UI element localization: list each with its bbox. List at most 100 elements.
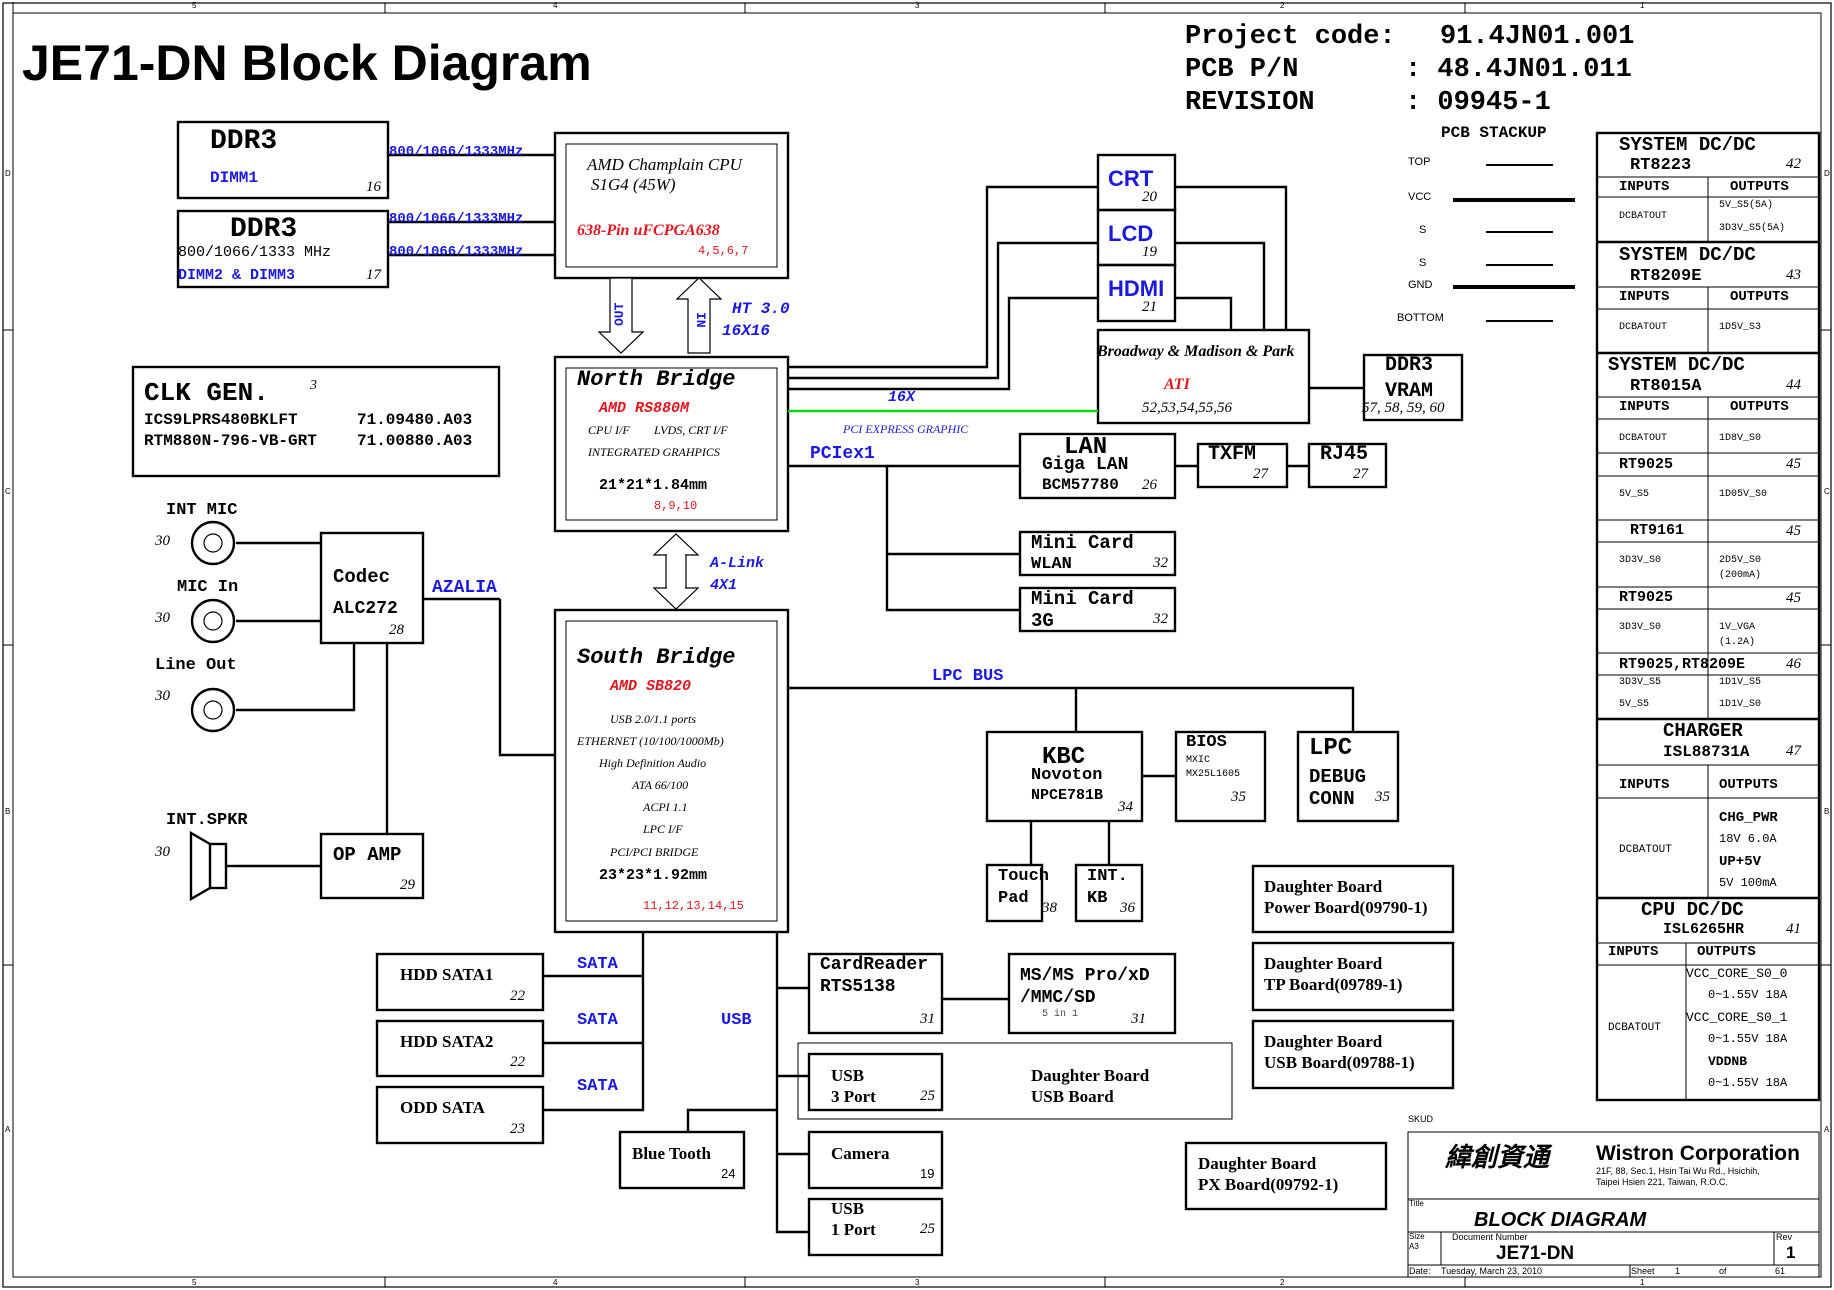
frame-col-2: 2 [1280, 1, 1285, 10]
hdmi-page: 21 [1142, 299, 1157, 315]
sheet-total: 61 [1775, 1266, 1786, 1276]
hdd-sata1-label: HDD SATA1 [400, 965, 494, 984]
revision-label: REVISION [1185, 88, 1315, 118]
document-number-value: JE71-DN [1496, 1243, 1575, 1264]
lan-sub: Giga LAN [1042, 455, 1129, 475]
odd-sata-label: ODD SATA [400, 1098, 485, 1117]
stackup-layer-gnd: GND [1408, 279, 1433, 291]
stackup-layer-bottom: BOTTOM [1397, 312, 1444, 324]
usb-db-line1: Daughter Board [1031, 1066, 1150, 1085]
rt9025b-page: 45 [1786, 590, 1801, 606]
ddr3-link-speed-b: 800/1066/1333MHz [389, 244, 524, 260]
pcie-16x-label: 16X [888, 389, 916, 406]
sys1-out1: 5V_S5(5A) [1719, 200, 1774, 211]
sata-label-3: SATA [577, 1077, 618, 1096]
page-title: JE71-DN Block Diagram [22, 35, 592, 91]
sys1-out2: 3D3V_S5(5A) [1719, 223, 1786, 234]
stackup-layer-s1: S [1419, 224, 1427, 236]
clock-part-1: ICS9LPRS480BKLFT [144, 411, 298, 429]
sys1-input: DCBATOUT [1619, 211, 1668, 222]
frame-row-a-right: A [1824, 1125, 1830, 1134]
usb-db-line2: USB Board [1031, 1087, 1114, 1106]
size-label: Size [1409, 1232, 1425, 1241]
charger-title: CHARGER [1663, 720, 1743, 742]
db-tp-line1: Daughter Board [1264, 954, 1383, 973]
sb-feature-ethernet: ETHERNET (10/100/1000Mb) [577, 734, 724, 748]
lpc-debug-line1: LPC [1309, 735, 1353, 762]
ddr3-dimm1-label: DIMM1 [210, 169, 259, 187]
charger-chip: ISL88731A [1663, 743, 1750, 761]
db-usb-line1: Daughter Board [1264, 1032, 1383, 1051]
ms-card-sub: 5 in 1 [1042, 1009, 1079, 1020]
gpu-family: Broadway & Madison & Park [1097, 343, 1295, 360]
sys3-outputs: OUTPUTS [1730, 399, 1789, 415]
stackup-layer-vcc: VCC [1408, 191, 1432, 203]
title-field-value: BLOCK DIAGRAM [1474, 1209, 1647, 1231]
nb-cpu-if: CPU I/F [588, 423, 630, 437]
usb1-line1: USB [831, 1199, 865, 1218]
frame-row-b: B [5, 807, 11, 816]
cpu-dcdc-input: DCBATOUT [1608, 1022, 1661, 1034]
lcd-page: 19 [1142, 244, 1157, 260]
db-power-line1: Daughter Board [1264, 877, 1383, 896]
sb-size: 23*23*1.92mm [599, 867, 708, 884]
frame-col-5-bottom: 5 [192, 1278, 197, 1287]
camera-label: Camera [831, 1144, 890, 1163]
clock-part-2: RTM880N-796-VB-GRT [144, 432, 317, 450]
sys1-outputs: OUTPUTS [1730, 179, 1789, 195]
cpu-dcdc-page: 41 [1786, 921, 1801, 937]
vram-pages: 57, 58, 59, 60 [1362, 400, 1445, 416]
wlan-page: 32 [1153, 555, 1168, 571]
north-bridge-title: North Bridge [577, 367, 736, 392]
sheet-of-label: of [1719, 1266, 1727, 1276]
rt9161-chip: RT9161 [1630, 522, 1685, 539]
lpc-debug-line2: DEBUG [1309, 766, 1367, 788]
frame-col-2-bottom: 2 [1280, 1278, 1285, 1287]
codec-chip: ALC272 [333, 599, 398, 619]
touchpad-line1: Touch [998, 867, 1050, 886]
pcie-graphic-label: PCI EXPRESS GRAPHIC [843, 422, 969, 436]
project-code-value: 91.4JN01.001 [1440, 22, 1635, 52]
date-label: Date: [1409, 1266, 1431, 1276]
cpu-name: AMD Champlain CPU [587, 155, 742, 174]
cpu-dcdc-out2: VCC_CORE_S0_1 [1686, 1010, 1788, 1025]
frame-row-a: A [5, 1125, 11, 1134]
int-spkr-page: 30 [155, 844, 170, 860]
sys2-inputs: INPUTS [1619, 289, 1670, 305]
wlan-sub: WLAN [1031, 555, 1072, 574]
ms-card-page: 31 [1131, 1011, 1146, 1027]
rt-combo-page: 46 [1786, 656, 1801, 672]
sys3-input: DCBATOUT [1619, 433, 1668, 444]
gpu-pages: 52,53,54,55,56 [1142, 400, 1232, 416]
gpu-vendor: ATI [1164, 376, 1190, 393]
sheet-label: Sheet [1631, 1266, 1655, 1276]
rt-combo-out2: 1D1V_S0 [1719, 699, 1762, 710]
cpu-dcdc-out1: VCC_CORE_S0_0 [1686, 966, 1788, 981]
usb1-line2: 1 Port [831, 1220, 876, 1239]
opamp-title: OP AMP [333, 844, 402, 866]
wlan-title: Mini Card [1031, 532, 1134, 554]
cardreader-title: CardReader [820, 955, 929, 975]
rt9025a-chip: RT9025 [1619, 456, 1674, 473]
bios-vendor: MXIC [1186, 755, 1211, 766]
frame-row-d: D [5, 169, 11, 178]
line-out-page: 30 [155, 688, 170, 704]
date-value: Tuesday, March 23, 2010 [1441, 1266, 1543, 1276]
sys2-page: 43 [1786, 267, 1801, 283]
rt-combo-chip: RT9025,RT8209E [1619, 656, 1746, 673]
db-px-line1: Daughter Board [1198, 1154, 1317, 1173]
usb-bus-label: USB [721, 1011, 752, 1030]
int-kb-line1: INT. [1087, 867, 1128, 886]
int-kb-line2: KB [1087, 889, 1108, 908]
sb-feature-acpi: ACPI 1.1 [643, 800, 688, 814]
cpu-dcdc-out3: VDDNB [1708, 1054, 1748, 1069]
rt9025b-out1: 1V_VGA [1719, 622, 1756, 633]
clock-gen-title: CLK GEN. [144, 378, 269, 408]
mic-in-label: MIC In [177, 578, 239, 597]
cpu-pages: 4,5,6,7 [698, 244, 749, 258]
lan-chip: BCM57780 [1042, 476, 1119, 494]
bluetooth-label: Blue Tooth [632, 1144, 711, 1163]
cpu-package: 638-Pin uFCPGA638 [577, 222, 720, 239]
cpu-dcdc-out1v: 0~1.55V 18A [1708, 988, 1788, 1002]
